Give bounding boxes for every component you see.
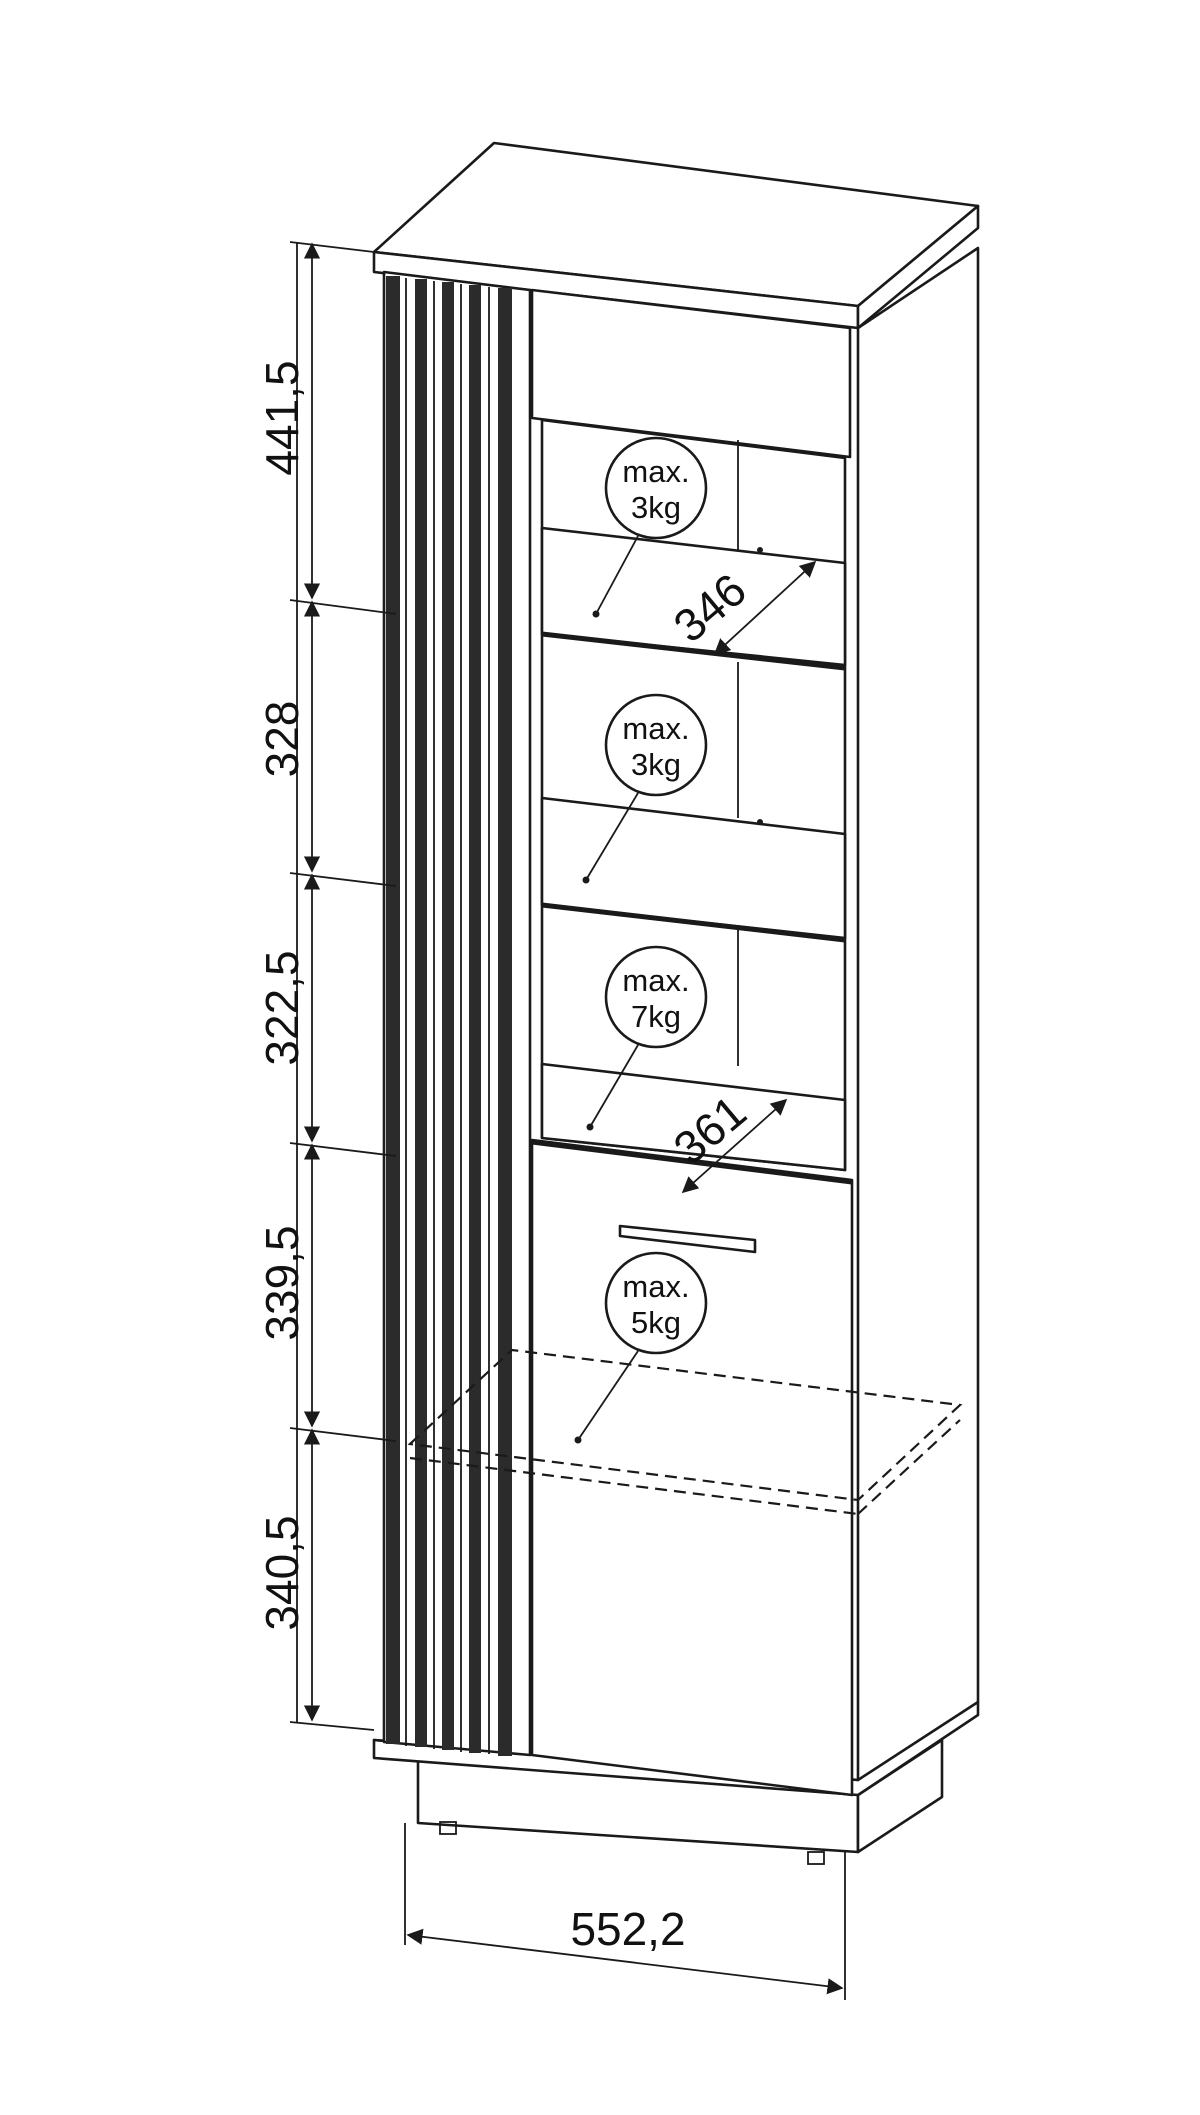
height-dimensions: 441,5 328 322,5 339,5 340,5 [256,241,397,1731]
badge-leader-line [585,792,639,881]
badge-leader-dot [592,610,600,618]
badge-circle [604,436,708,540]
height-dim-5: 340,5 [256,1515,308,1630]
top-panel [530,288,852,459]
badge-leader-dot [586,1123,594,1131]
width-dim: 552,2 [570,1903,685,1955]
slat-panel [382,270,532,1757]
load-badge: max.3kg [592,436,708,618]
badge-leader-line [577,1350,639,1441]
door-handle [618,1224,757,1254]
badge-weight: 5kg [631,1305,681,1340]
badge-circle [604,693,708,797]
load-badge: max.5kg [574,1251,708,1444]
badge-label: max. [622,711,689,746]
badge-leader-line [589,1044,639,1128]
badge-circle [604,945,708,1049]
height-dim-1: 441,5 [256,360,308,475]
badge-weight: 3kg [631,747,681,782]
badge-leader-dot [582,876,590,884]
load-badge: max.3kg [582,693,708,884]
load-badge: max.7kg [586,945,708,1131]
badge-circle [604,1251,708,1355]
badge-weight: 7kg [631,999,681,1034]
height-dim-3: 322,5 [256,950,308,1065]
badge-label: max. [622,963,689,998]
foot-left [439,1821,457,1835]
width-dimension: 552,2 [404,1823,846,2000]
height-dim-2: 328 [256,701,308,778]
height-dim-4: 339,5 [256,1225,308,1340]
badge-weight: 3kg [631,490,681,525]
glass-section [540,418,847,1172]
badge-label: max. [622,454,689,489]
badge-leader-line [595,535,639,615]
badge-leader-dot [574,1436,582,1444]
foot-right [807,1851,825,1865]
badge-label: max. [622,1269,689,1304]
